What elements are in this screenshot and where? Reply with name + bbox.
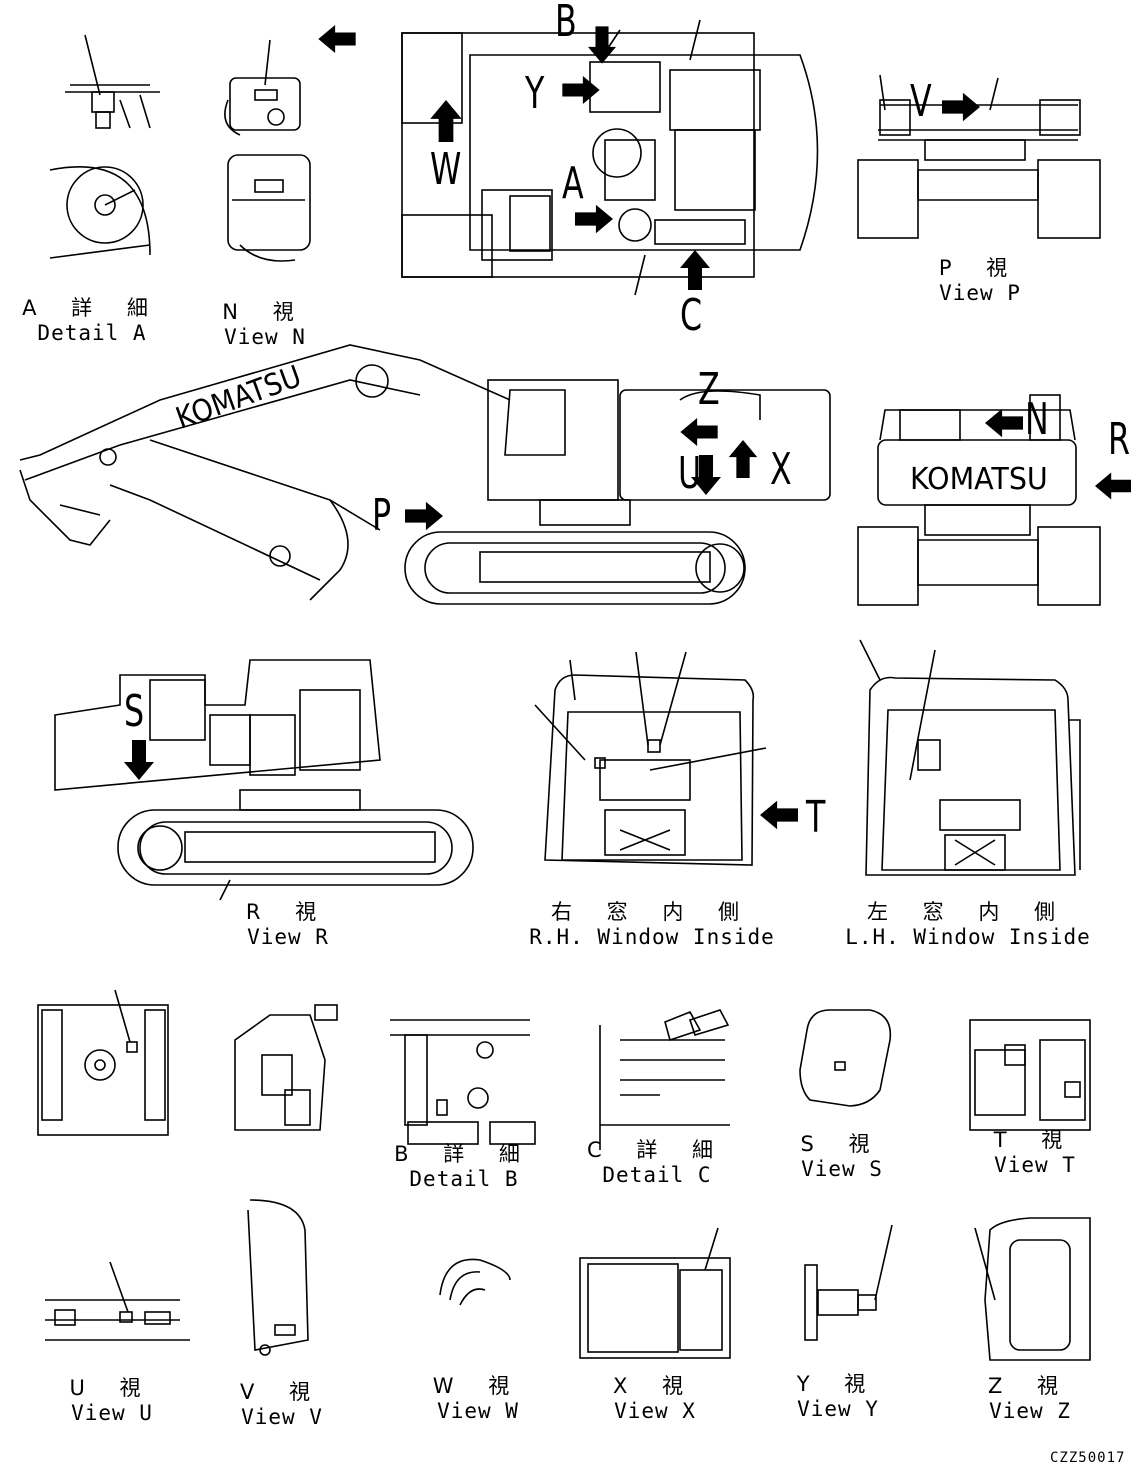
detail-a-drawing	[49, 34, 160, 259]
view-bottom-row	[45, 1199, 1091, 1361]
marker-a: A	[562, 158, 584, 209]
rear-view-drawing	[857, 394, 1101, 606]
marker-n: N	[1025, 394, 1049, 445]
top-view-drawing	[401, 19, 819, 296]
marker-t: T	[806, 792, 826, 843]
main-side-view-drawing	[19, 344, 831, 605]
view-small-details	[37, 989, 1091, 1150]
rear-logo: KOMATSU	[910, 462, 1048, 497]
lh-window-inside-drawing	[859, 639, 1081, 876]
view-n-drawing	[224, 39, 311, 262]
marker-y: Y	[525, 68, 545, 119]
marker-s: S	[124, 686, 145, 737]
drawing-code: CZZ50017	[1050, 1450, 1126, 1466]
marker-u: U	[678, 448, 702, 499]
marker-b: B	[555, 0, 577, 47]
marker-c: C	[680, 290, 703, 341]
marker-w: W	[430, 144, 462, 195]
rh-window-inside-drawing	[534, 651, 767, 866]
marker-r: R	[1108, 414, 1131, 465]
view-p-drawing	[857, 74, 1101, 239]
marker-x: X	[770, 444, 792, 495]
marker-z: Z	[698, 364, 720, 415]
view-r-drawing	[54, 659, 474, 901]
marker-v: V	[910, 76, 932, 127]
marker-p: P	[372, 490, 392, 541]
